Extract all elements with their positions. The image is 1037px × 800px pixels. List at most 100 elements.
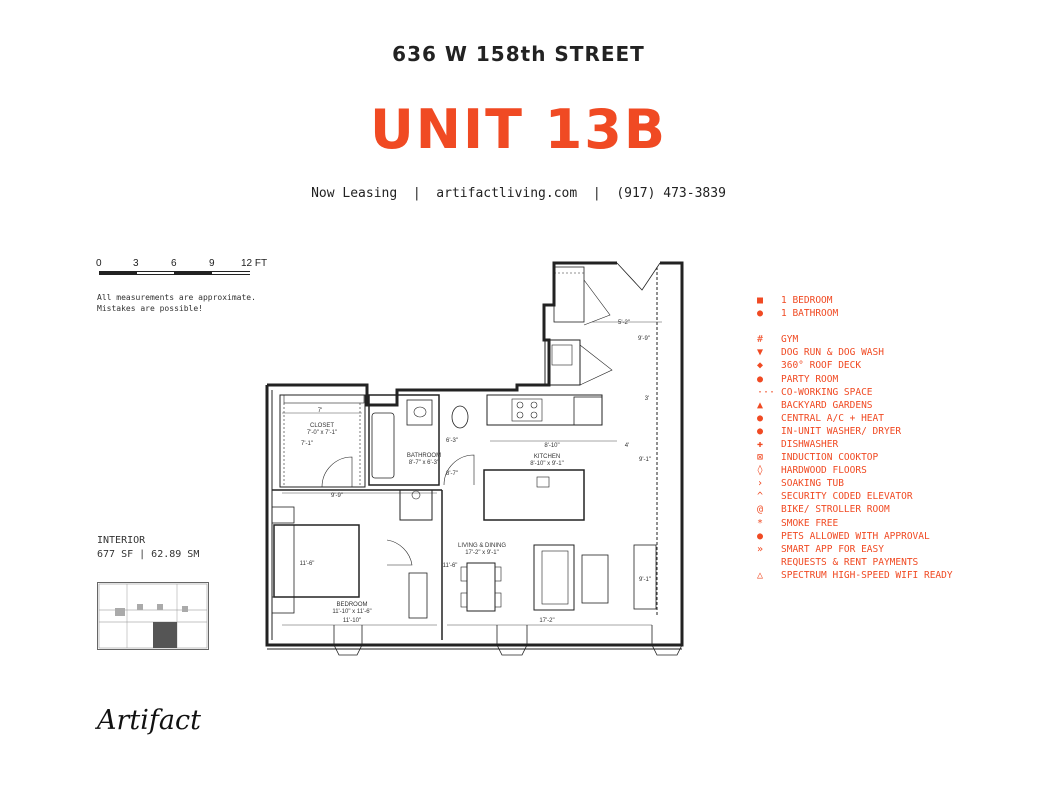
closet-label: CLOSET (310, 423, 334, 429)
amenity-label: SECURITY CODED ELEVATOR (781, 491, 913, 503)
leaf-icon: ● (757, 412, 764, 424)
bedroom-label: BEDROOM (336, 602, 367, 608)
diamond-icon: ◆ (757, 360, 764, 372)
scale-segment (174, 271, 212, 275)
dim-label: 5'-2" (618, 320, 630, 326)
dim-label: 9'-9" (331, 493, 343, 499)
amenity-item: ··· CO-WORKING SPACE (757, 386, 1027, 399)
window-bay (496, 625, 528, 656)
amenity-item: ◊ HARDWOOD FLOORS (757, 464, 1027, 477)
cooktop-icon: ⊠ (757, 452, 764, 464)
living-label: LIVING & DINING (458, 543, 506, 549)
bedroom-dims: 11'-10" x 11'-6" (332, 609, 371, 615)
disclaimer-note: All measurements are approximate. Mistak… (97, 293, 256, 313)
amenity-label: HARDWOOD FLOORS (781, 465, 867, 477)
amenity-label: 1 BEDROOM (781, 295, 833, 307)
amenity-label: SMART APP FOR EASY (781, 543, 884, 555)
amenity-item: # GYM (757, 333, 1027, 346)
amenity-item: ⊠ INDUCTION COOKTOP (757, 451, 1027, 464)
caret-up-icon: ^ (757, 491, 764, 503)
scale-tick: 9 (209, 258, 215, 269)
double-chevron-icon: » (757, 543, 764, 555)
amenity-item: ▼DOG RUN & DOG WASH (757, 346, 1027, 359)
scale-tick: 12 FT (241, 258, 268, 269)
paw-icon: ● (757, 530, 764, 542)
dim-label: 8'-10" (544, 443, 559, 449)
utility-closet (544, 339, 581, 386)
kitchen-counter (486, 394, 603, 426)
amenity-label: PETS ALLOWED WITH APPROVAL (781, 530, 930, 542)
amenity-item: ◆ 360° ROOF DECK (757, 359, 1027, 372)
interior-size: 677 SF | 62.89 SM (97, 549, 200, 560)
interior-label: INTERIOR (97, 535, 146, 546)
amenity-item: REQUESTS & RENT PAYMENTS (757, 556, 1027, 569)
circle-icon: ● (757, 425, 764, 437)
dim-label: 8'-7" (446, 471, 458, 477)
window-bay (333, 625, 363, 656)
amenity-label: 360° ROOF DECK (781, 360, 862, 372)
dim-label: 7'-1" (301, 441, 313, 447)
at-icon: @ (757, 504, 764, 516)
scale-tick: 0 (96, 258, 102, 269)
amenity-label: PARTY ROOM (781, 373, 839, 385)
dim-label: 11'-6" (443, 563, 458, 569)
dim-label: 6'-3" (446, 438, 458, 444)
dining-table (466, 562, 496, 612)
unit-title: UNIT 13B (369, 98, 668, 161)
amenity-item: @BIKE/ STROLLER ROOM (757, 503, 1027, 516)
amenity-item: *SMOKE FREE (757, 517, 1027, 530)
sofa (533, 544, 575, 611)
amenity-label: BACKYARD GARDENS (781, 399, 873, 411)
dim-label: 3' (645, 396, 649, 402)
drop-icon: ● (757, 308, 764, 320)
amenity-label: INDUCTION COOKTOP (781, 452, 879, 464)
square-icon: ■ (757, 295, 764, 307)
dim-label: 17'-2" (539, 618, 554, 624)
plus-icon: ✚ (757, 438, 764, 450)
amenity-label: CO-WORKING SPACE (781, 386, 873, 398)
closet-dims: 7'-0" x 7'-1" (307, 430, 337, 436)
amenity-label: DISHWASHER (781, 438, 839, 450)
amenity-item: ● PETS ALLOWED WITH APPROVAL (757, 530, 1027, 543)
scale-bar: 0 3 6 9 12 FT (96, 258, 276, 280)
scale-segment (99, 271, 137, 275)
amenity-label: SOAKING TUB (781, 478, 844, 490)
address-heading: 636 W 158th STREET (392, 42, 645, 66)
bed (273, 524, 360, 598)
entry-door (616, 262, 661, 291)
amenity-label: CENTRAL A/C + HEAT (781, 412, 884, 424)
key-plan-diagram (97, 582, 209, 650)
amenity-item: ●PARTY ROOM (757, 372, 1027, 385)
media-console (633, 544, 657, 610)
amenity-item: ^ SECURITY CODED ELEVATOR (757, 490, 1027, 503)
nightstand (271, 596, 295, 614)
dresser (408, 572, 428, 619)
scale-segment (212, 271, 250, 275)
bathroom-room (368, 394, 440, 486)
dots-icon: ··· (757, 386, 776, 398)
brand-logo: Artifact (97, 705, 201, 736)
bathtub (371, 412, 395, 479)
interior-area: INTERIOR 677 SF | 62.89 SM (97, 534, 199, 562)
amenity-label: SPECTRUM HIGH-SPEED WIFI READY (781, 569, 953, 581)
dim-label: 11'-6" (300, 561, 315, 567)
amenity-label: 1 BATHROOM (781, 308, 839, 320)
amenity-item: ▲BACKYARD GARDENS (757, 399, 1027, 412)
scale-tick: 6 (171, 258, 177, 269)
cooktop (511, 398, 543, 422)
sink (406, 399, 433, 426)
amenity-label: GYM (781, 334, 799, 346)
amenity-item: ● CENTRAL A/C + HEAT (757, 412, 1027, 425)
amenity-item: ✚ DISHWASHER (757, 438, 1027, 451)
asterisk-icon: * (757, 517, 764, 529)
kitchen-dims: 8'-10" x 9'-1" (530, 461, 564, 467)
hash-icon: # (757, 334, 764, 346)
bathroom-dims: 8'-7" x 6'-3" (409, 460, 439, 466)
toilet (451, 405, 469, 429)
nightstand (271, 506, 295, 524)
bathroom-label: BATHROOM (407, 453, 441, 459)
unit-highlight (153, 622, 177, 648)
amenity-item: » SMART APP FOR EASY (757, 543, 1027, 556)
diamond-outline-icon: ◊ (757, 465, 764, 477)
amenities-list: ■ 1 BEDROOM ● 1 BATHROOM # GYM ▼DOG RUN & D… (757, 294, 1027, 582)
